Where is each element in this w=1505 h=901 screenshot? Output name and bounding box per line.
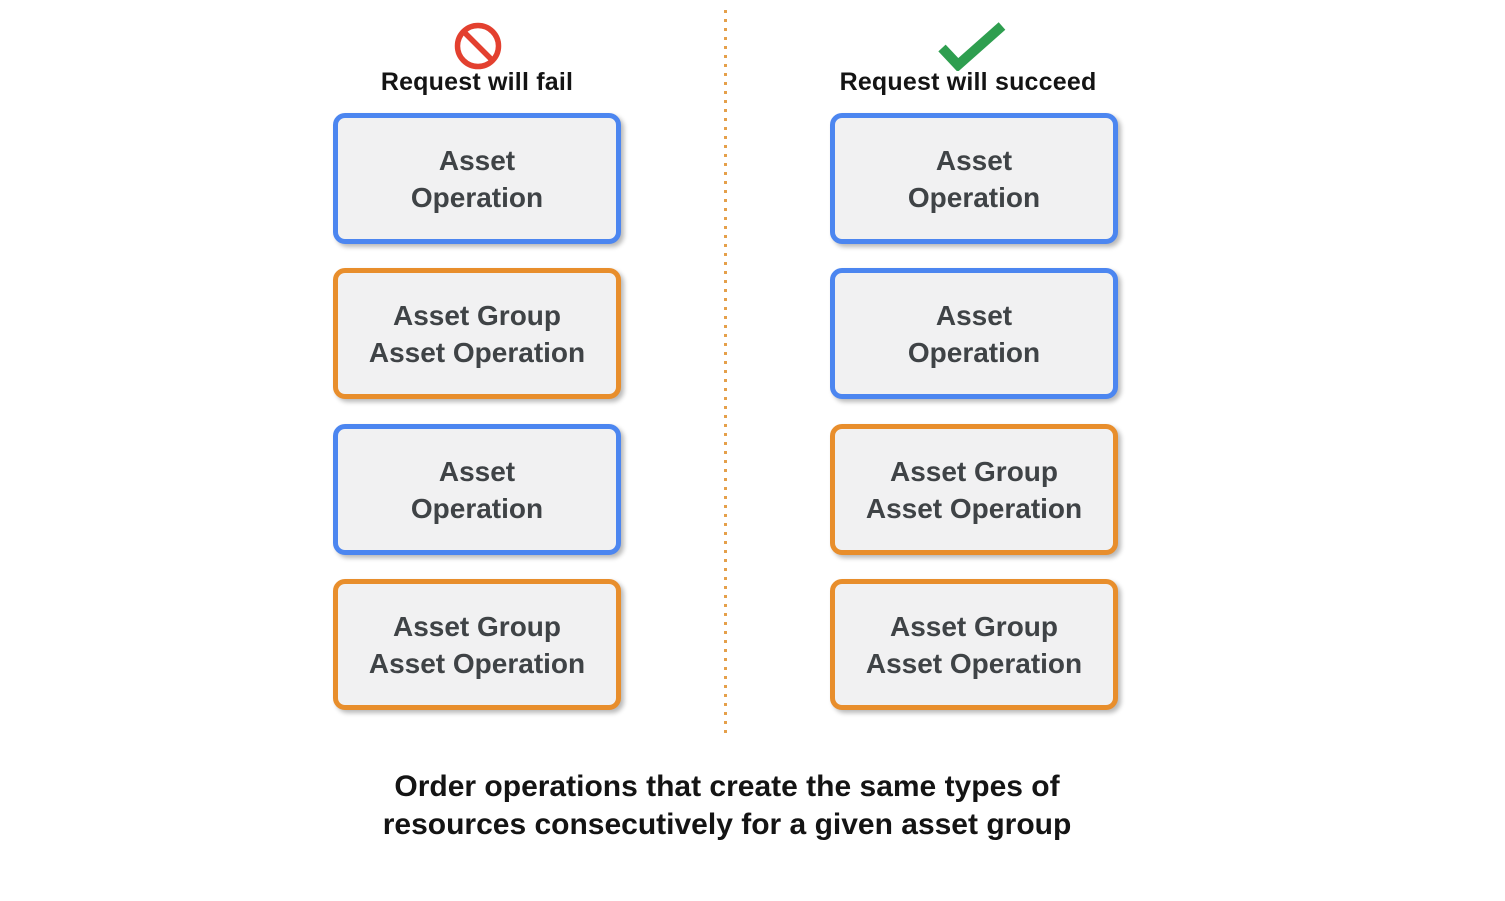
divider-dotted-line [724, 10, 727, 738]
asset-group-asset-operation-box: Asset Group Asset Operation [830, 579, 1118, 710]
asset-group-asset-operation-box: Asset Group Asset Operation [830, 424, 1118, 555]
caption: Order operations that create the same ty… [0, 768, 1454, 844]
box-label-line1: Asset [438, 455, 516, 487]
box-label-line1: Asset Group [392, 610, 562, 642]
prohibition-icon [454, 22, 502, 70]
succeed-column-heading: Request will succeed [839, 68, 1097, 96]
box-label-line2: Operation [907, 336, 1041, 368]
box-label-line1: Asset Group [889, 610, 1059, 642]
box-label-line2: Operation [410, 492, 544, 524]
box-label-line2: Asset Operation [865, 492, 1083, 524]
asset-group-asset-operation-box: Asset Group Asset Operation [333, 268, 621, 399]
checkmark-icon [937, 21, 1007, 72]
asset-group-asset-operation-box: Asset Group Asset Operation [333, 579, 621, 710]
box-label-line2: Asset Operation [865, 647, 1083, 679]
box-label-line1: Asset Group [392, 299, 562, 331]
asset-operation-box: Asset Operation [333, 424, 621, 555]
asset-operation-box: Asset Operation [830, 113, 1118, 244]
box-label-line2: Asset Operation [368, 647, 586, 679]
caption-line1: Order operations that create the same ty… [394, 770, 1060, 803]
box-label-line1: Asset [935, 299, 1013, 331]
asset-operation-box: Asset Operation [830, 268, 1118, 399]
caption-line2: resources consecutively for a given asse… [382, 808, 1072, 841]
box-label-line2: Asset Operation [368, 336, 586, 368]
box-label-line1: Asset [438, 144, 516, 176]
box-label-line2: Operation [410, 181, 544, 213]
box-label-line2: Operation [907, 181, 1041, 213]
asset-operation-box: Asset Operation [333, 113, 621, 244]
box-label-line1: Asset [935, 144, 1013, 176]
box-label-line1: Asset Group [889, 455, 1059, 487]
fail-column-heading: Request will fail [380, 68, 574, 96]
